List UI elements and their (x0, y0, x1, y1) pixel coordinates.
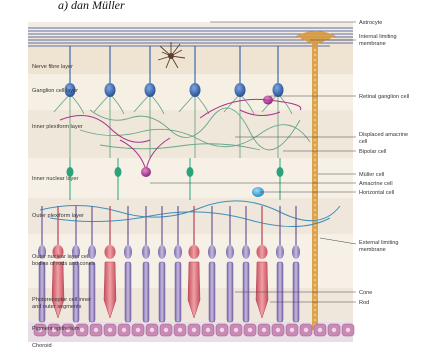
rod-segment (39, 262, 45, 322)
epithelium-nucleus (94, 328, 98, 332)
rod-nucleus (276, 245, 284, 259)
epithelium-nucleus (164, 328, 168, 332)
rod-segment (125, 262, 131, 322)
epithelium-nucleus (178, 328, 182, 332)
label-muller-cell: Müller cell (359, 172, 384, 178)
rod-nucleus (142, 245, 150, 259)
label-horizontal-cell: Horizontal cell (359, 190, 394, 196)
label-photoreceptor-2: and outer segments (32, 304, 82, 310)
label-displaced-amacrine-2: cell (359, 139, 367, 145)
epithelium-nucleus (304, 328, 308, 332)
label-internal-limiting-1: Internal limiting (359, 34, 397, 40)
bipolar-cell-body (115, 167, 122, 177)
label-cone: Cone (359, 290, 372, 296)
rod-segment (89, 262, 95, 322)
epithelium-nucleus (122, 328, 126, 332)
rod-segment (159, 262, 165, 322)
epithelium-nucleus (108, 328, 112, 332)
epithelium-nucleus (346, 328, 350, 332)
rod-segment (73, 262, 79, 322)
epithelium-nucleus (262, 328, 266, 332)
label-astrocyte: Astrocyte (359, 20, 382, 26)
label-displaced-amacrine-1: Displaced amacrine (359, 132, 408, 138)
label-rod: Rod (359, 300, 369, 306)
bipolar-cell-body (277, 167, 284, 177)
ganglion-cell-body (190, 83, 201, 97)
label-outer-nuclear-layer-2: bodies of rods and cones (32, 261, 95, 267)
cone-nucleus (257, 245, 268, 259)
pigment-epithelium (34, 324, 354, 336)
label-retinal-ganglion-cell: Retinal ganglion cell (359, 94, 409, 100)
label-inner-nuclear-layer: Inner nuclear layer (32, 176, 78, 182)
rod-nucleus (226, 245, 234, 259)
amacrine-cell-body (141, 167, 151, 177)
rod-nucleus (174, 245, 182, 259)
label-outer-plexiform-layer: Outer plexiform layer (32, 213, 84, 219)
epithelium-nucleus (220, 328, 224, 332)
epithelium-nucleus (80, 328, 84, 332)
rod-nucleus (158, 245, 166, 259)
rod-segment (209, 262, 215, 322)
label-external-limiting-1: External limiting (359, 240, 398, 246)
label-outer-nuclear-layer-1: Outer nuclear layer cell (32, 254, 90, 260)
bipolar-cell-body (187, 167, 194, 177)
rod-nucleus (292, 245, 300, 259)
epithelium-nucleus (150, 328, 154, 332)
epithelium-nucleus (136, 328, 140, 332)
epithelium-nucleus (290, 328, 294, 332)
label-choroid: Choroid (32, 343, 52, 349)
label-bipolar-cell: Bipolar cell (359, 149, 386, 155)
label-external-limiting-2: membrane (359, 247, 386, 253)
header-fragment: a) dan Müller (58, 0, 125, 12)
label-amacrine-cell: Amacrine cell (359, 181, 393, 187)
label-nerve-fibre-layer: Nerve fibre layer (32, 64, 73, 70)
epithelium-nucleus (318, 328, 322, 332)
rod-segment (175, 262, 181, 322)
epithelium-nucleus (206, 328, 210, 332)
rod-nucleus (208, 245, 216, 259)
epithelium-nucleus (192, 328, 196, 332)
rod-nucleus (242, 245, 250, 259)
ganglion-cell-body (145, 83, 156, 97)
label-internal-limiting-2: membrane (359, 41, 386, 47)
rod-nucleus (124, 245, 132, 259)
label-inner-plexiform-layer: Inner plexiform layer (32, 124, 83, 130)
epithelium-nucleus (234, 328, 238, 332)
label-pigment-epithelium: Pigment epithelium (32, 326, 80, 332)
ganglion-cell-body (273, 83, 284, 97)
epithelium-nucleus (248, 328, 252, 332)
rod-segment (143, 262, 149, 322)
epithelium-nucleus (276, 328, 280, 332)
ganglion-cell-body (235, 83, 246, 97)
label-ganglion-cell-layer: Ganglion cell layer (32, 88, 78, 94)
label-photoreceptor-1: Photoreceptor cell inner (32, 297, 91, 303)
epithelium-nucleus (332, 328, 336, 332)
cone-nucleus (105, 245, 116, 259)
cone-nucleus (189, 245, 200, 259)
ganglion-cell-body (105, 83, 116, 97)
rod-segment (227, 262, 233, 322)
